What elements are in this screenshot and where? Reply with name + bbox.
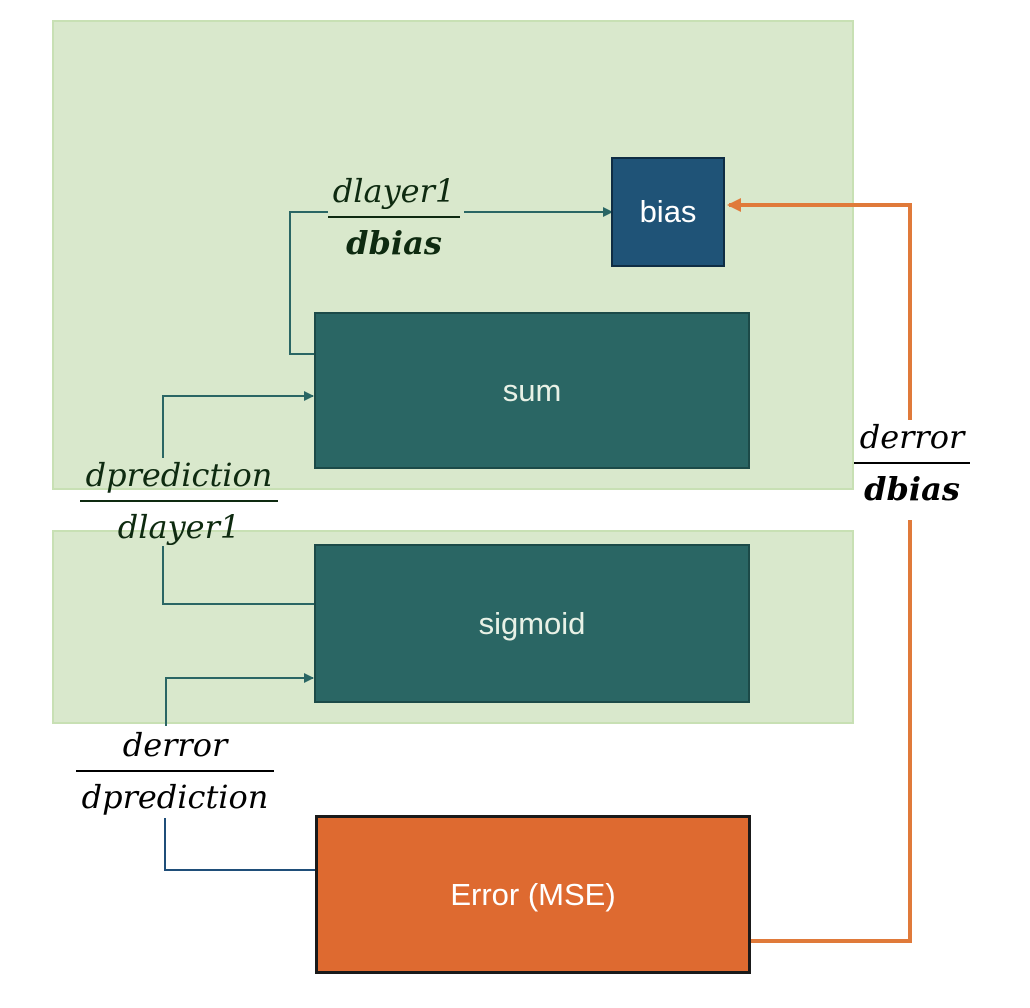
dlayer1-dbias-label: dlayer1 dbias — [328, 168, 460, 266]
fraction-bar — [80, 500, 278, 502]
error-to-bias-arrow — [729, 205, 912, 943]
derror-dprediction-label: derror dprediction — [76, 722, 274, 820]
derror-dbias-numerator: derror — [859, 418, 965, 456]
dprediction-dlayer1-numerator: dprediction — [85, 456, 273, 494]
fraction-bar — [854, 462, 970, 464]
error-node: Error (MSE) — [315, 815, 751, 974]
bias-node: bias — [611, 157, 725, 267]
dprediction-dlayer1-denominator: dlayer1 — [117, 508, 241, 546]
dlayer1-dbias-numerator: dlayer1 — [332, 172, 456, 210]
derror-dbias-label: derror dbias — [854, 414, 970, 512]
sigmoid-node: sigmoid — [314, 544, 750, 703]
derror-dprediction-denominator: dprediction — [81, 778, 269, 816]
sigmoid-to-sum-arrow — [162, 396, 316, 605]
derror-dbias-denominator: dbias — [864, 470, 960, 508]
error-to-dprediction-line — [164, 818, 316, 871]
sum-to-bias-arrow — [289, 212, 612, 355]
sum-node: sum — [314, 312, 750, 469]
dprediction-dlayer1-label: dprediction dlayer1 — [80, 452, 278, 550]
error-to-sigmoid-arrow — [165, 673, 314, 726]
dlayer1-dbias-denominator: dbias — [346, 224, 442, 262]
fraction-bar — [328, 216, 460, 218]
fraction-bar — [76, 770, 274, 772]
derror-dprediction-numerator: derror — [122, 726, 228, 764]
